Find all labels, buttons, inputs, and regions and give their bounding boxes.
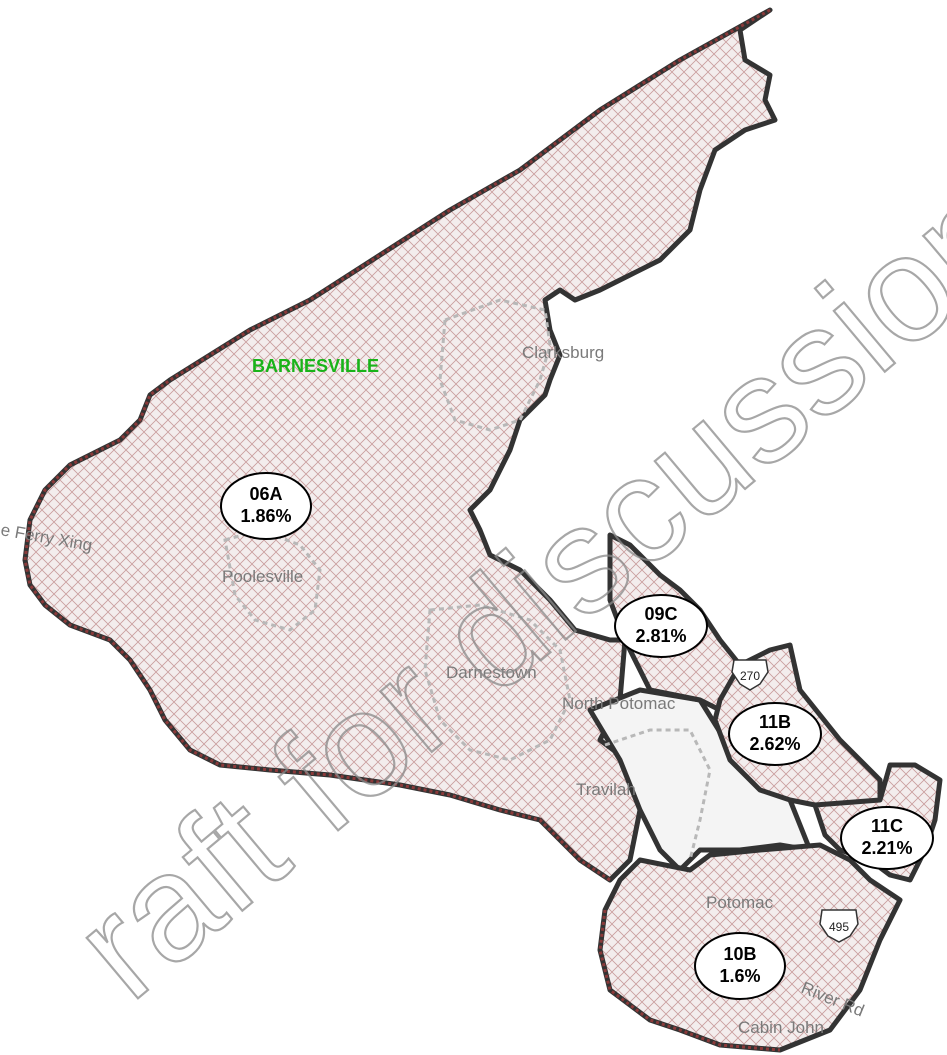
- label-darnestown: Darnestown: [446, 663, 537, 682]
- svg-text:2.62%: 2.62%: [749, 734, 800, 754]
- svg-text:1.6%: 1.6%: [719, 966, 760, 986]
- zone-badge-10b[interactable]: 10B 1.6%: [694, 932, 786, 1000]
- travilah-outline: [604, 728, 712, 861]
- svg-text:495: 495: [829, 920, 849, 934]
- svg-text:11C: 11C: [871, 816, 903, 836]
- svg-text:10B: 10B: [723, 944, 756, 964]
- svg-text:06A: 06A: [249, 484, 282, 504]
- label-barnesville: BARNESVILLE: [252, 356, 379, 376]
- clarksburg-outline: [438, 298, 552, 432]
- travilah-region: [587, 687, 813, 873]
- zone-badge-06a[interactable]: 06A 1.86%: [220, 472, 312, 540]
- svg-text:09C: 09C: [644, 604, 677, 624]
- zone-badge-09c[interactable]: 09C 2.81%: [614, 594, 708, 658]
- svg-text:2.81%: 2.81%: [635, 626, 686, 646]
- label-travilah: Travilah: [576, 780, 636, 799]
- zone-badge-11c[interactable]: 11C 2.21%: [840, 806, 934, 870]
- zone-06a-dotted-edge: [23, 8, 771, 882]
- label-clarksburg: Clarksburg: [522, 343, 604, 362]
- i270-shield-icon: 270: [731, 659, 769, 691]
- svg-text:270: 270: [740, 669, 760, 683]
- darnestown-outline: [423, 603, 572, 762]
- svg-text:1.86%: 1.86%: [240, 506, 291, 526]
- label-potomac: Potomac: [706, 893, 774, 912]
- label-cabin-john: Cabin John: [738, 1018, 824, 1037]
- zone-badge-11b[interactable]: 11B 2.62%: [728, 702, 822, 766]
- svg-text:2.21%: 2.21%: [861, 838, 912, 858]
- zone-10b-dotted-edge: [598, 909, 781, 1052]
- label-north-potomac: North Potomac: [562, 694, 676, 713]
- svg-text:11B: 11B: [759, 712, 791, 732]
- label-poolesville: Poolesville: [222, 567, 303, 586]
- i495-shield-icon: 495: [819, 909, 859, 943]
